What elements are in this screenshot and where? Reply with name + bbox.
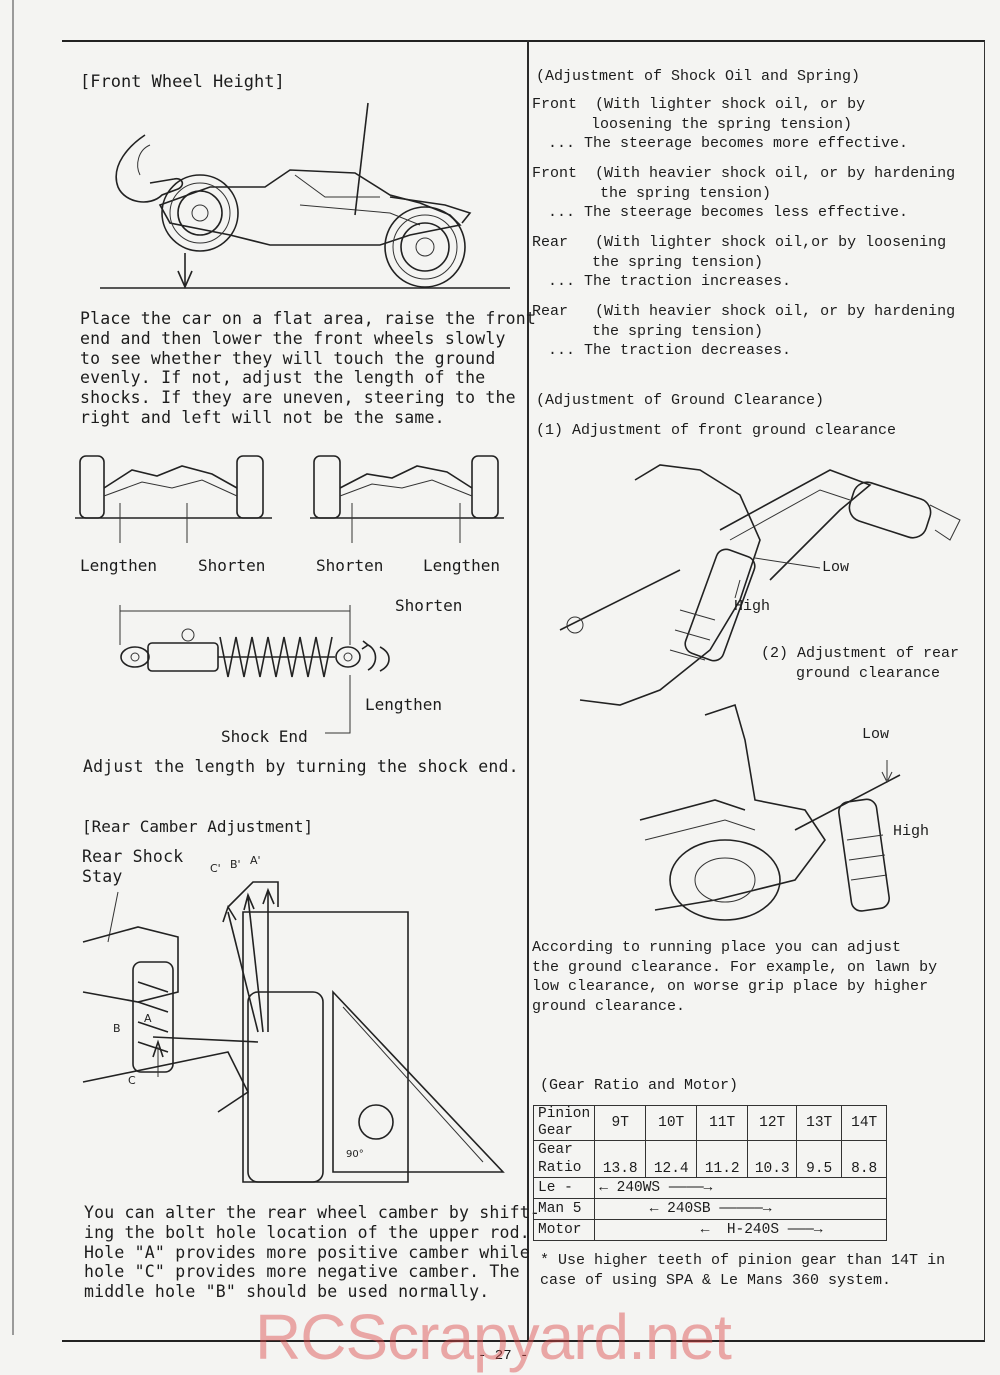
rear-low-label: Low bbox=[862, 726, 890, 743]
binding-edge bbox=[12, 0, 14, 1335]
rear-clearance-diagram bbox=[639, 703, 901, 921]
shock-oil-heading: (Adjustment of Shock Oil and Spring) bbox=[536, 68, 861, 85]
range-240ws: ← 240WS ————→ bbox=[594, 1177, 888, 1199]
table-row: Motor ← H-240S ———→ bbox=[532, 1219, 888, 1241]
angle-90-label: 90° bbox=[346, 1149, 364, 1160]
rear-clearance-title: (2) Adjustment of rear ground clearance bbox=[761, 645, 960, 682]
hole-label-a: A bbox=[144, 1012, 152, 1025]
label-lengthen-2: Lengthen bbox=[423, 556, 501, 575]
front-low-label: Low bbox=[822, 559, 850, 576]
shock-oil-item-1: Front (With lighter shock oil, or by loo… bbox=[532, 96, 909, 153]
hole-label-a-prime: A' bbox=[250, 854, 261, 867]
shock-oil-item-3: Rear (With lighter shock oil,or by loose… bbox=[532, 234, 947, 291]
range-h240s: ← H-240S ———→ bbox=[696, 1219, 888, 1241]
gear-heading: (Gear Ratio and Motor) bbox=[540, 1077, 739, 1094]
shock-absorber-diagram bbox=[119, 605, 390, 734]
front-high-label: High bbox=[734, 598, 771, 615]
hole-label-b: B bbox=[113, 1022, 121, 1035]
label-lengthen-1: Lengthen bbox=[80, 556, 158, 575]
front-wheel-height-heading: [Front Wheel Height] bbox=[80, 72, 285, 92]
ground-clearance-paragraph: According to running place you can adjus… bbox=[532, 939, 938, 1016]
shock-shorten-label: Shorten bbox=[395, 596, 463, 615]
hole-label-c-prime: C' bbox=[210, 862, 221, 875]
rear-high-label: High bbox=[893, 823, 930, 840]
front-clearance-diagram bbox=[559, 464, 961, 706]
shock-end-label: Shock End bbox=[221, 727, 308, 746]
shock-lengthen-label: Lengthen bbox=[365, 695, 443, 714]
page-number: - 27 - bbox=[478, 1348, 529, 1364]
watermark-text: RCScrapyard.net bbox=[255, 1301, 732, 1373]
car-illustration bbox=[100, 102, 510, 289]
column-divider bbox=[527, 40, 529, 1340]
hole-label-c: C bbox=[128, 1074, 136, 1087]
ground-clearance-heading: (Adjustment of Ground Clearance) bbox=[536, 392, 825, 409]
suspension-diagram bbox=[75, 455, 504, 543]
label-shorten-1: Shorten bbox=[198, 556, 266, 575]
shock-oil-item-4: Rear (With heavier shock oil, or by hard… bbox=[532, 303, 956, 360]
page-frame bbox=[62, 40, 985, 1342]
rear-camber-heading: [Rear Camber Adjustment] bbox=[82, 817, 314, 836]
rear-camber-paragraph: You can alter the rear wheel camber by s… bbox=[84, 1203, 541, 1302]
rear-camber-diagram: 90° C' B' A' A B C bbox=[82, 854, 505, 1183]
shock-oil-item-2: Front (With heavier shock oil, or by har… bbox=[532, 165, 956, 222]
gear-note: * Use higher teeth of pinion gear than 1… bbox=[540, 1252, 946, 1289]
rear-shock-stay-label: Rear Shock Stay bbox=[82, 847, 184, 886]
range-240sb: ← 240SB —————→ bbox=[645, 1198, 888, 1220]
table-row: Le - ← 240WS ————→ bbox=[532, 1177, 888, 1199]
shock-adjust-caption: Adjust the length by turning the shock e… bbox=[83, 757, 519, 776]
table-row: Man 5 ← 240SB —————→ bbox=[532, 1198, 888, 1220]
hole-label-b-prime: B' bbox=[230, 858, 241, 871]
front-clearance-title: (1) Adjustment of front ground clearance bbox=[536, 422, 897, 439]
front-wheel-height-paragraph: Place the car on a flat area, raise the … bbox=[80, 309, 537, 427]
label-shorten-2: Shorten bbox=[316, 556, 384, 575]
